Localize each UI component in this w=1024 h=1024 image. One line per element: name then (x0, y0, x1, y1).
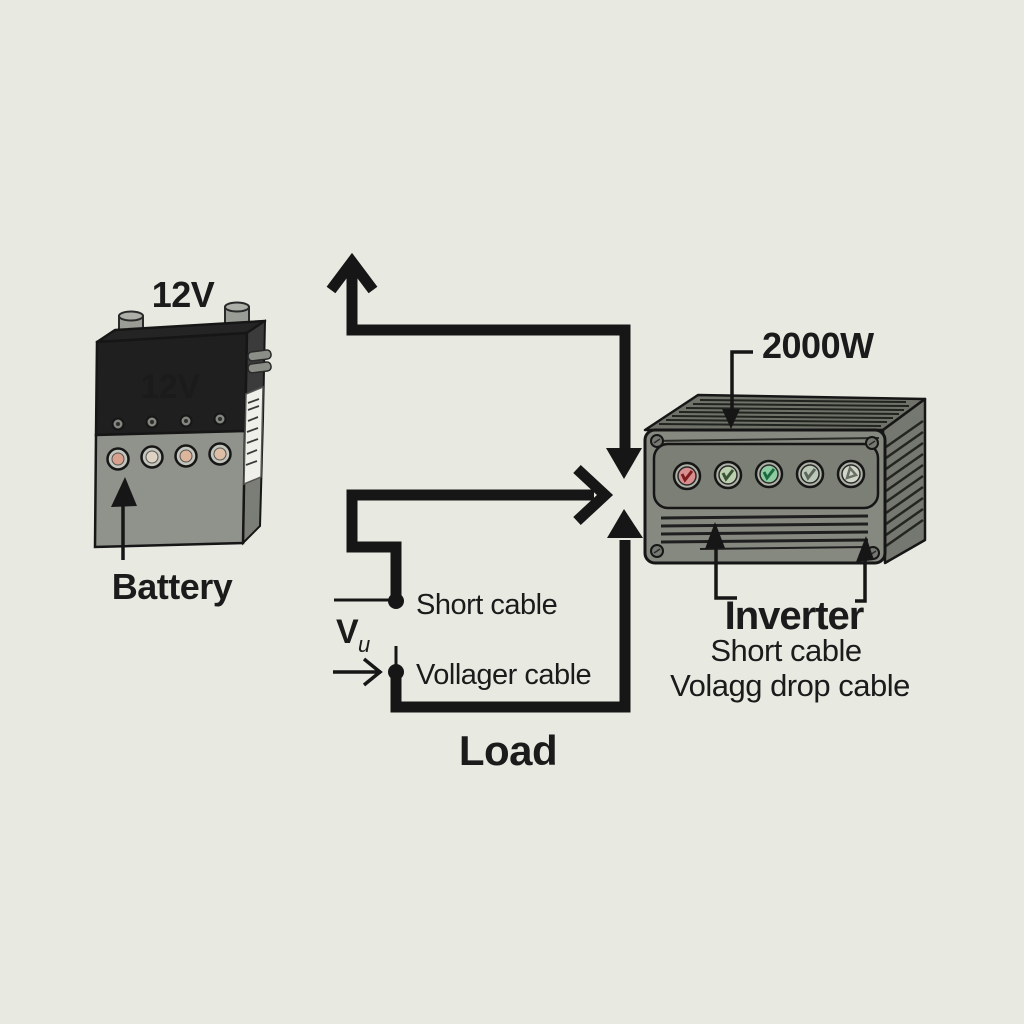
load-label: Load (459, 727, 557, 774)
vent-line (678, 411, 900, 415)
inverter-name-label: Inverter (725, 594, 864, 638)
sticker-line (247, 405, 260, 411)
screw-slot (868, 440, 876, 446)
vent-line (885, 419, 924, 449)
voltage-symbol: V (336, 613, 359, 651)
down-arrowhead-icon (606, 448, 642, 479)
battery-side-vent (247, 361, 272, 374)
inverter-caption-line1: Short cable (710, 633, 861, 668)
sticker-line (246, 438, 259, 444)
port-dot (116, 422, 120, 426)
screw-slot (653, 438, 661, 444)
vent-line (660, 538, 869, 544)
vent-line (885, 485, 924, 515)
battery-terminal-top (118, 310, 144, 322)
vent-line (660, 522, 869, 528)
inverter-pointer-arrowhead-icon (705, 522, 725, 549)
port-dot (150, 420, 154, 424)
circuit-wiring (326, 252, 643, 713)
cell-cap-center (213, 447, 227, 461)
voltage-cable-label: Vollager cable (416, 659, 591, 691)
vent-line (885, 496, 924, 526)
inverter-bottom-vents (660, 514, 869, 550)
short-cable-label: Short cable (416, 589, 557, 621)
screw-slot (653, 548, 661, 554)
indicator-mark-icon (762, 468, 776, 481)
inverter-indicators (672, 459, 866, 491)
battery-sticker-text-lines (245, 398, 260, 466)
vent-line (699, 399, 907, 403)
inverter-pointer-arrowhead-icon (856, 536, 874, 562)
sticker-line (247, 416, 259, 422)
sticker-line (245, 460, 258, 466)
vent-line (885, 518, 924, 548)
up-arrowhead-icon (326, 252, 378, 294)
vent-line (665, 419, 888, 423)
small-right-arrowhead-icon (362, 657, 383, 687)
vent-line (658, 423, 882, 427)
inverter-group (643, 393, 927, 565)
battery-cell-caps (106, 442, 232, 471)
battery-name-label: Battery (112, 566, 233, 607)
indicator-mark-icon (680, 470, 694, 483)
port-dot (218, 417, 222, 421)
battery-side-vent (247, 349, 272, 362)
sticker-line (246, 427, 259, 433)
inverter-annotations: 2000W Inverter Short cable Volagg drop c… (670, 325, 910, 703)
battery-voltage-label: 12V (152, 274, 215, 315)
vent-line (660, 514, 869, 520)
inverter-power-label: 2000W (762, 325, 874, 366)
vent-line (671, 415, 894, 419)
power-arrowhead-icon (722, 409, 740, 429)
port-dot (184, 419, 188, 423)
battery-pointer-arrowhead-icon (111, 477, 137, 507)
battery-small-ports (111, 412, 227, 431)
wire-load-run (390, 540, 631, 713)
vent-line (885, 430, 924, 460)
inverter-top-vents (658, 399, 910, 427)
sticker-line (246, 449, 258, 455)
vent-line (660, 530, 869, 536)
power-callout-line (730, 350, 753, 419)
vent-line (699, 546, 869, 550)
inverter-side-vents (885, 419, 924, 548)
inverter-caption-line2: Volagg drop cable (670, 668, 910, 703)
wire-top-run (346, 266, 631, 452)
cell-cap-center (145, 450, 159, 464)
vent-line (685, 407, 905, 411)
front-lip-line (650, 437, 880, 442)
vent-line (885, 441, 924, 471)
up-arrowhead-icon (607, 509, 643, 538)
cell-cap-center (111, 452, 125, 466)
wire-middle-run (346, 489, 594, 598)
vent-line (692, 403, 910, 407)
indicator-mark-icon (845, 465, 859, 480)
inverter-pointer-line (714, 536, 737, 600)
vent-line (885, 507, 924, 537)
vent-line (885, 474, 924, 504)
battery-sticker (243, 385, 264, 486)
battery-front-face-gray (93, 429, 247, 549)
vent-line (885, 452, 924, 482)
voltage-subscript: u (358, 632, 370, 657)
right-arrowhead-icon (573, 464, 614, 526)
sticker-line (247, 398, 260, 404)
battery-terminal-top (224, 301, 250, 313)
battery-group: 12V 12V (93, 274, 272, 607)
indicator-mark-icon (803, 468, 817, 481)
cell-cap-center (179, 449, 193, 463)
inverter-pointer-line (855, 560, 867, 603)
vent-line (885, 463, 924, 493)
battery-face-voltage: 12V (141, 368, 201, 406)
indicator-mark-icon (721, 469, 735, 482)
